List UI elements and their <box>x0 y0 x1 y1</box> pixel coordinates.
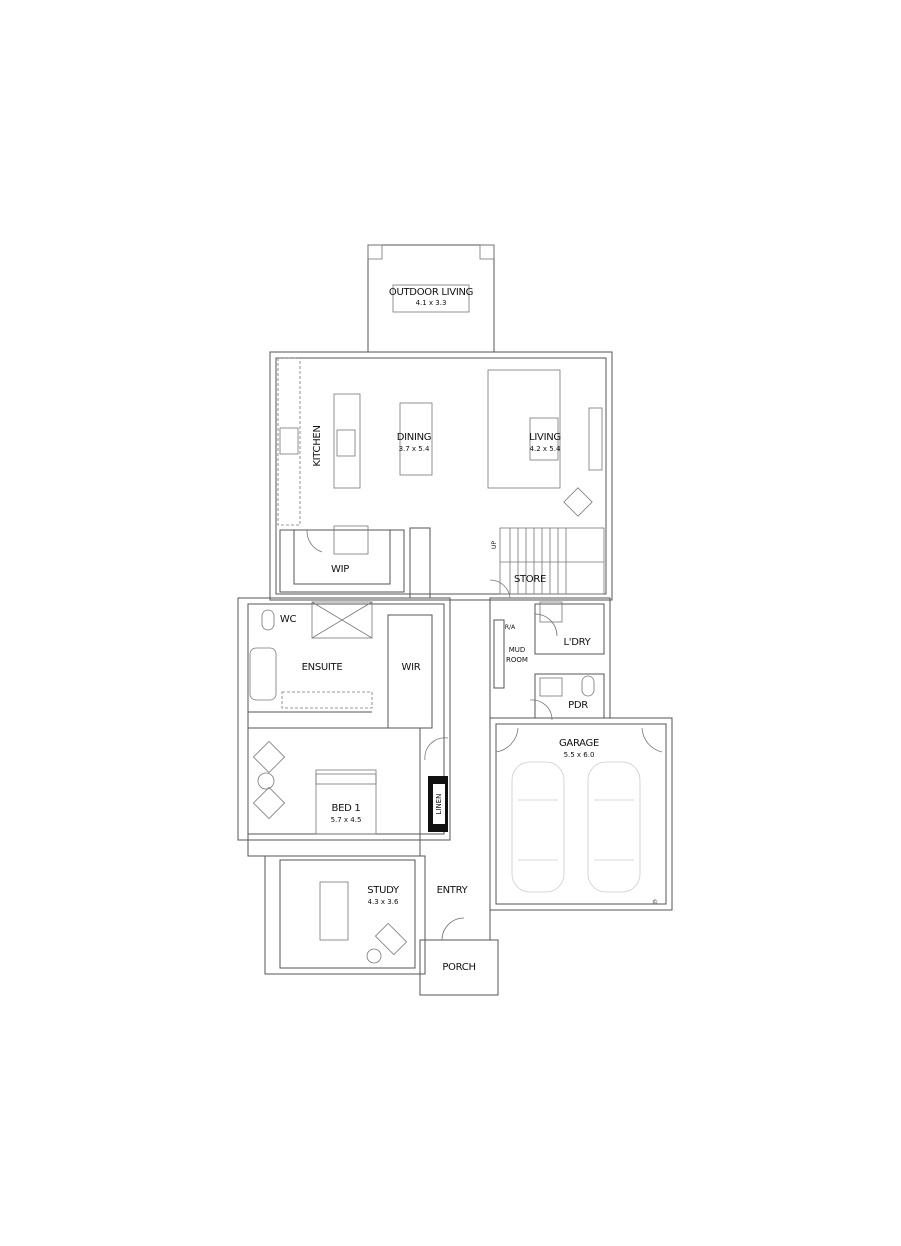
furniture <box>249 357 603 964</box>
room-mud-room-name-2: ROOM <box>506 656 528 664</box>
room-wc-name: WC <box>280 614 297 625</box>
room-wir-name: WIR <box>402 662 421 673</box>
room-ensuite-name: ENSUITE <box>302 662 343 673</box>
staircase <box>500 528 604 594</box>
room-garage-name: GARAGE <box>559 738 599 749</box>
room-kitchen-name: KITCHEN <box>312 425 323 466</box>
room-name: OUTDOOR LIVING <box>389 287 473 298</box>
stair-up-label: UP <box>491 541 498 549</box>
room-entry-name: ENTRY <box>437 885 469 896</box>
room-outdoor-living: OUTDOOR LIVING 4.1 x 3.3 <box>389 287 474 307</box>
room-size: 4.1 x 3.3 <box>416 299 447 307</box>
room-porch-name: PORCH <box>442 962 475 973</box>
walls <box>237 351 673 996</box>
cars <box>511 761 641 893</box>
room-laundry-name: L'DRY <box>564 637 592 648</box>
room-study-size: 4.3 x 3.6 <box>368 898 399 906</box>
room-dining-size: 3.7 x 5.4 <box>399 445 430 453</box>
room-dining-name: DINING <box>397 432 432 443</box>
room-living-name: LIVING <box>529 432 561 443</box>
room-pdr-name: PDR <box>568 700 588 711</box>
room-mud-room-name: MUD <box>509 646 526 654</box>
room-wip-name: WIP <box>331 564 349 575</box>
room-bed-1-name: BED 1 <box>332 803 361 814</box>
room-garage-size: 5.5 x 6.0 <box>564 751 595 759</box>
room-linen-name: LINEN <box>435 794 443 815</box>
room-store-name: STORE <box>514 574 546 585</box>
copyright-mark: © <box>652 899 658 906</box>
room-bed-1-size: 5.7 x 4.5 <box>331 816 362 824</box>
room-study-name: STUDY <box>367 885 400 896</box>
ra-label: R/A <box>505 624 516 631</box>
room-living-size: 4.2 x 5.4 <box>530 445 561 453</box>
doors <box>306 529 663 941</box>
